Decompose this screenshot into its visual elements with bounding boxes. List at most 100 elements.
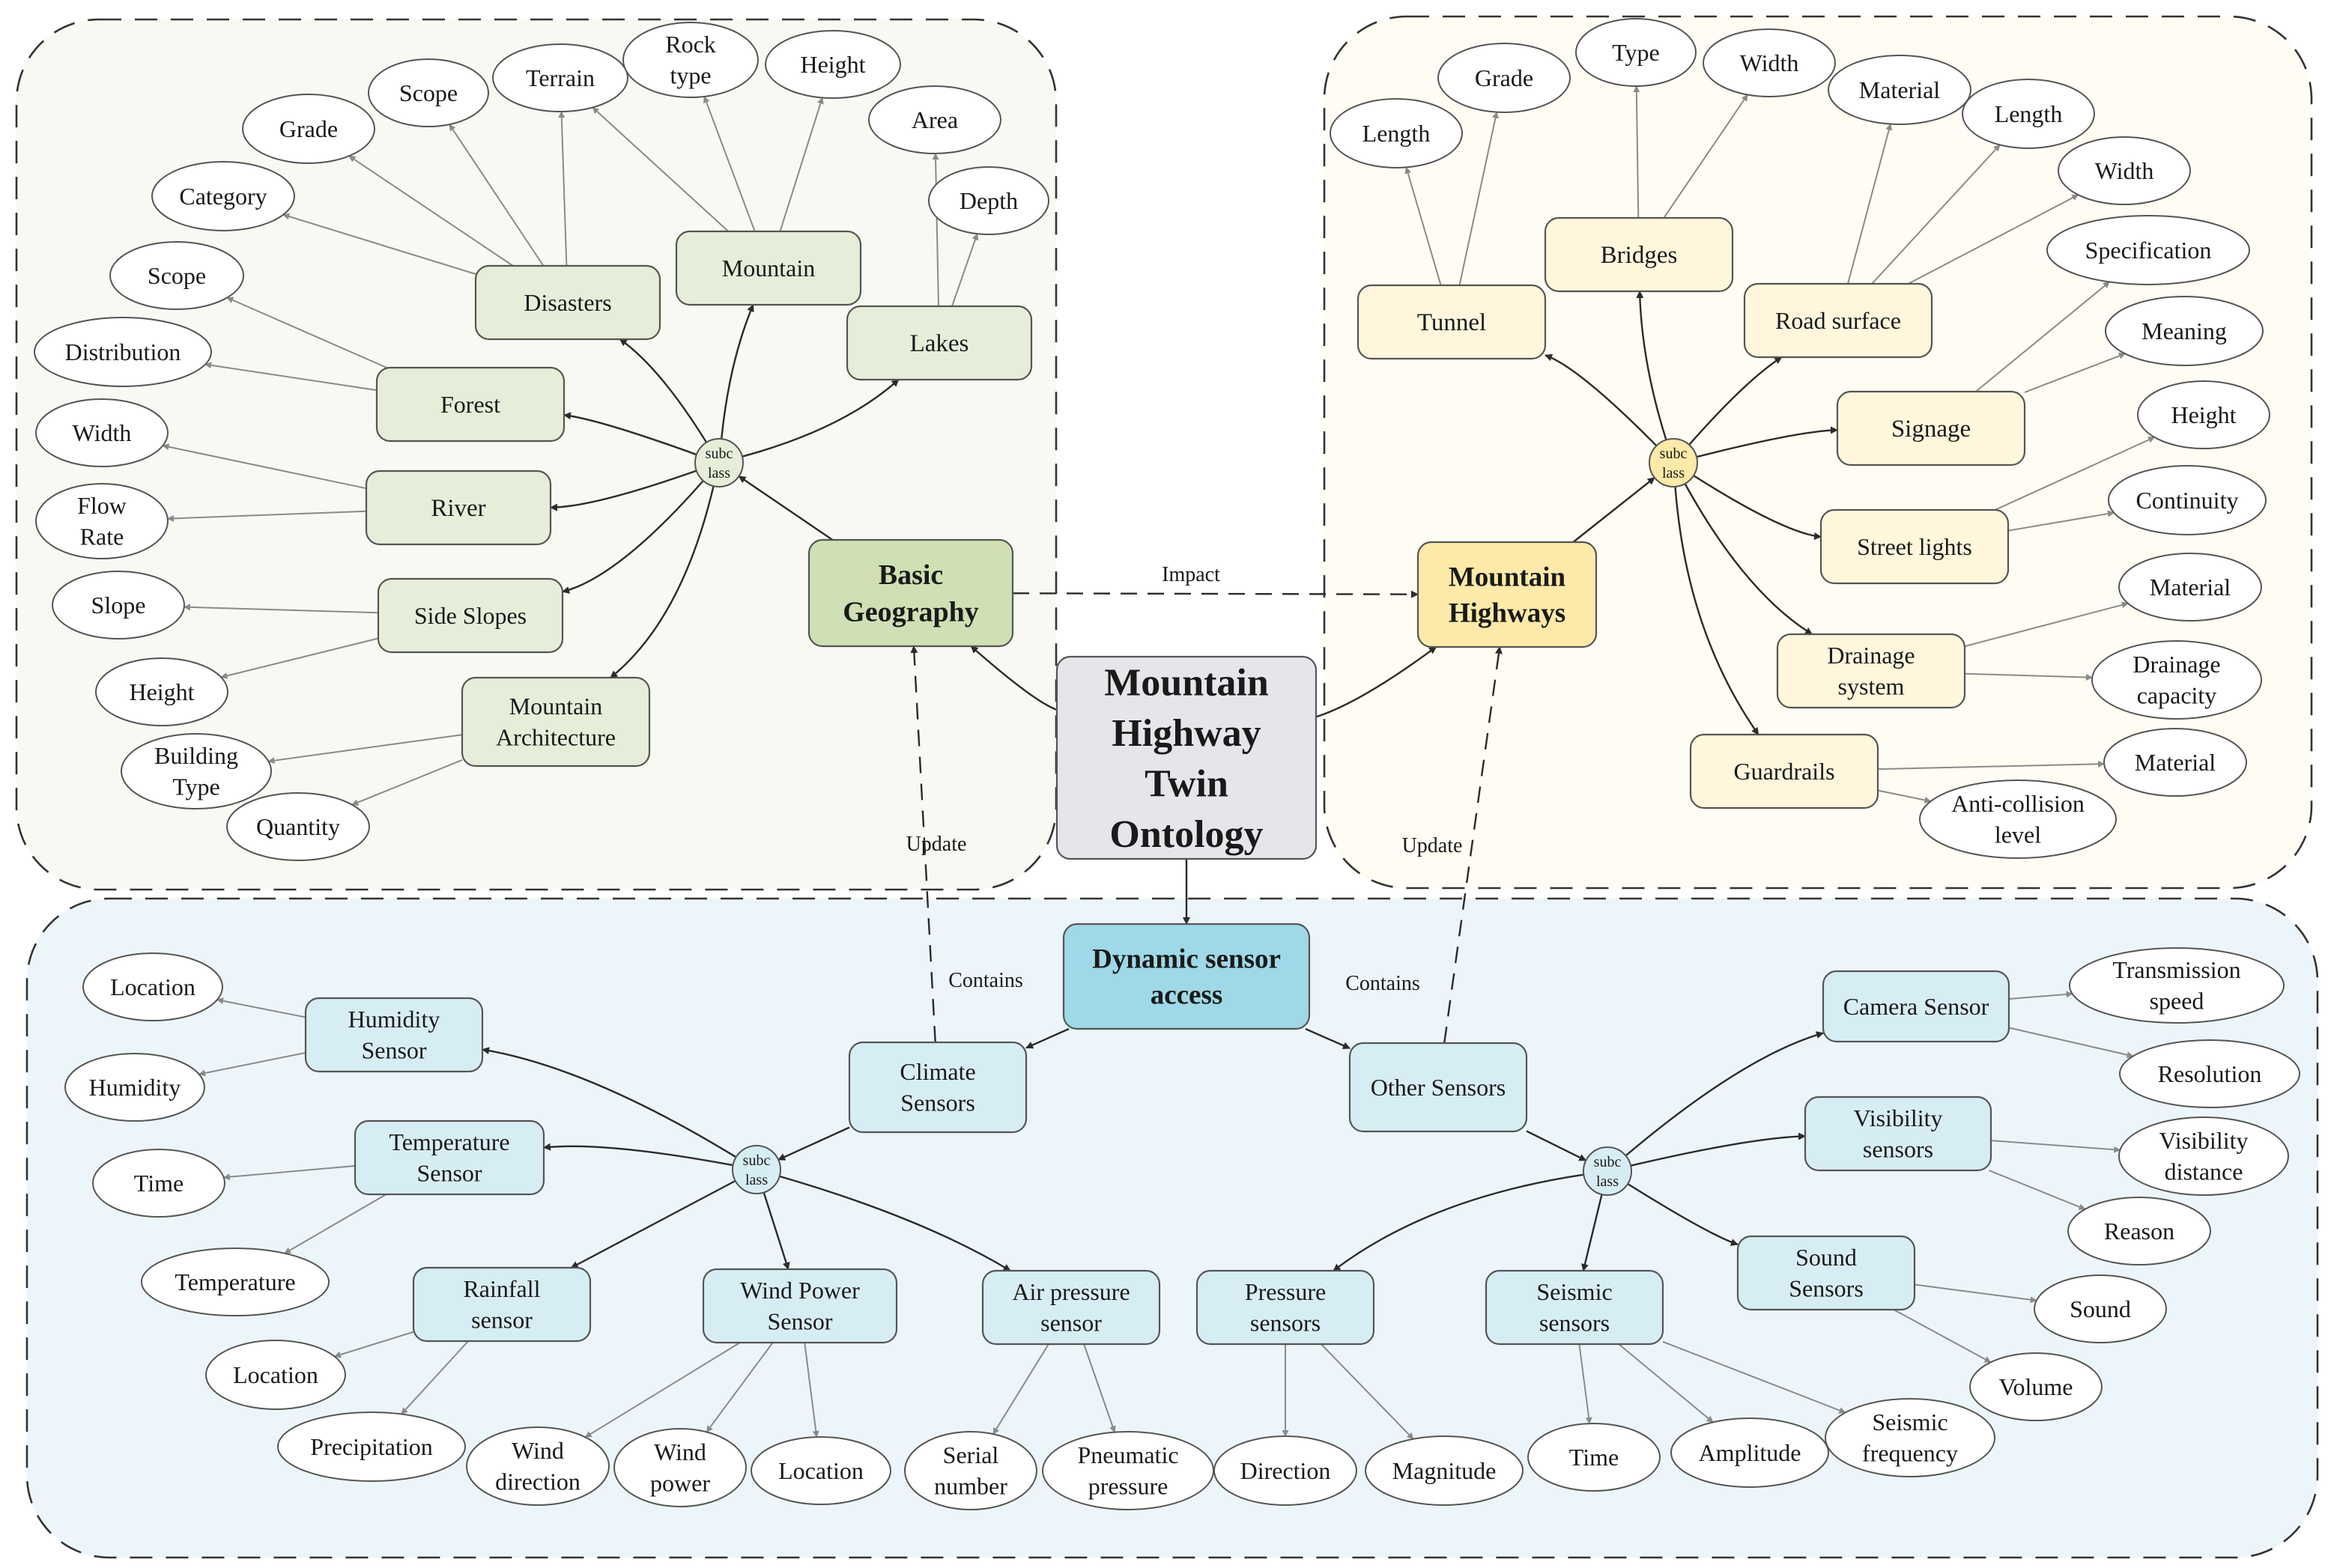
node-shape — [277, 1411, 466, 1482]
node-label-line: Highway — [1112, 712, 1261, 755]
attribute-time-seismic-node: Time — [1527, 1423, 1661, 1492]
node-shape — [1348, 1042, 1528, 1133]
edge-hwy-subclass-to-drainage-system — [1684, 483, 1813, 636]
edge-mountain-architecture-to-a-building-type — [267, 734, 463, 765]
edge-label-update-left: Update — [906, 833, 967, 856]
edge-label-contains-left: Contains — [948, 969, 1023, 992]
node-shape — [34, 317, 212, 387]
node-label-line: Distribution — [65, 338, 181, 365]
node-shape — [1055, 655, 1318, 860]
node-label-line: direction — [495, 1468, 581, 1495]
node-label-line: Anti-collision — [1951, 790, 2085, 817]
node-label-line: Humidity — [348, 1006, 440, 1033]
node-shape — [368, 58, 489, 127]
edge-street-lights-to-a-height-light — [1995, 436, 2156, 511]
attribute-reason-node: Reason — [2067, 1197, 2211, 1265]
edge-other-subclass-to-visibility-sensors — [1630, 1132, 1806, 1167]
node-label-line: Height — [2171, 401, 2236, 428]
node-shape — [1357, 284, 1547, 360]
node-label-line: Direction — [1240, 1457, 1331, 1484]
node-label-line: Specification — [2085, 237, 2212, 264]
edge-drainage-system-to-a-material-drain — [1964, 601, 2129, 648]
node-label-line: Pneumatic — [1077, 1441, 1178, 1468]
attribute-length-tunnel-node: Length — [1330, 98, 1463, 168]
attribute-distribution-node: Distribution — [34, 317, 212, 387]
node-shape — [2069, 947, 2285, 1024]
node-label-line: Air pressure — [1012, 1278, 1130, 1305]
node-label-line: capacity — [2137, 682, 2217, 709]
edge-labels: Impact Update Update Contains Contains — [906, 563, 1463, 995]
node-shape — [1649, 438, 1698, 487]
edge-hwy-subclass-to-guardrails — [1674, 486, 1759, 735]
edge-geo-subclass-to-mountain — [721, 304, 754, 440]
node-label-line: Mountain — [1104, 661, 1269, 704]
node-shape — [1670, 1417, 1829, 1488]
node-shape — [1804, 1096, 1992, 1172]
attribute-precipitation-node: Precipitation — [277, 1411, 466, 1482]
edge-label-impact: Impact — [1162, 563, 1220, 586]
edge-other-subclass-to-seismic-sensors — [1581, 1194, 1603, 1271]
edge-road-surface-to-a-width-road — [1908, 194, 2079, 285]
node-shape — [141, 1248, 330, 1316]
node-label-line: Magnitude — [1392, 1457, 1497, 1484]
node-shape — [2118, 1116, 2289, 1196]
node-label-line: sensors — [1863, 1136, 1933, 1163]
class-guardrails-node: Guardrails — [1689, 733, 1879, 809]
attribute-height-slope-node: Height — [95, 657, 228, 726]
edge-mountain-to-a-rock-type — [703, 96, 756, 232]
node-label-line: level — [1995, 821, 2041, 848]
node-shape — [765, 30, 901, 99]
node-shape — [2091, 640, 2262, 720]
edge-road-surface-to-a-length-road — [1871, 144, 2001, 285]
node-shape — [848, 1041, 1028, 1134]
node-shape — [1703, 28, 1836, 97]
node-shape — [1962, 79, 2095, 149]
class-river-node: River — [365, 470, 552, 546]
class-road-surface-node: Road surface — [1743, 282, 1933, 359]
node-label-line: lass — [1662, 465, 1685, 481]
node-shape — [1485, 1269, 1664, 1346]
node-label-line: Camera Sensor — [1843, 993, 1989, 1020]
node-label-line: Mountain — [722, 255, 815, 282]
attribute-grade-tunnel-node: Grade — [1437, 43, 1571, 113]
node-label-line: Location — [233, 1361, 318, 1388]
node-label-line: Seismic — [1536, 1278, 1612, 1305]
edge-guardrails-to-a-anti-collision — [1877, 789, 1932, 803]
node-label-line: Height — [129, 678, 194, 705]
node-label-line: Road surface — [1775, 307, 1901, 334]
edge-other-sensors-to-other-subclass — [1526, 1130, 1587, 1161]
node-label-line: Meaning — [2141, 317, 2227, 344]
node-label-line: Temperature — [389, 1128, 509, 1155]
node-label-line: Sensor — [416, 1160, 482, 1187]
node-shape — [622, 22, 759, 98]
attribute-specification-node: Specification — [2046, 215, 2250, 285]
attribute-volume-node: Volume — [1969, 1352, 2103, 1421]
attribute-quantity-node: Quantity — [226, 792, 370, 861]
node-shape — [1195, 1269, 1375, 1346]
node-shape — [304, 997, 484, 1073]
node-shape — [92, 1149, 225, 1218]
edge-sound-sensors-to-a-volume — [1893, 1309, 1992, 1364]
node-label-line: Transmission — [2112, 956, 2240, 983]
edge-street-lights-to-a-continuity — [2007, 510, 2115, 532]
node-shape — [1919, 780, 2117, 859]
node-shape — [904, 1431, 1037, 1510]
node-label-line: Height — [800, 51, 865, 78]
edge-camera-sensor-to-a-transmission-speed — [2008, 991, 2073, 1000]
node-label-line: subc — [706, 446, 733, 462]
edge-dynamic-sensor-to-other-sensors — [1305, 1027, 1351, 1050]
node-shape — [2108, 465, 2267, 535]
attribute-location-rain-node: Location — [205, 1340, 346, 1410]
attribute-sound-node: Sound — [2034, 1274, 2167, 1343]
node-label-line: Architecture — [496, 724, 616, 751]
node-shape — [242, 94, 375, 164]
node-label-line: Mountain — [509, 693, 602, 720]
